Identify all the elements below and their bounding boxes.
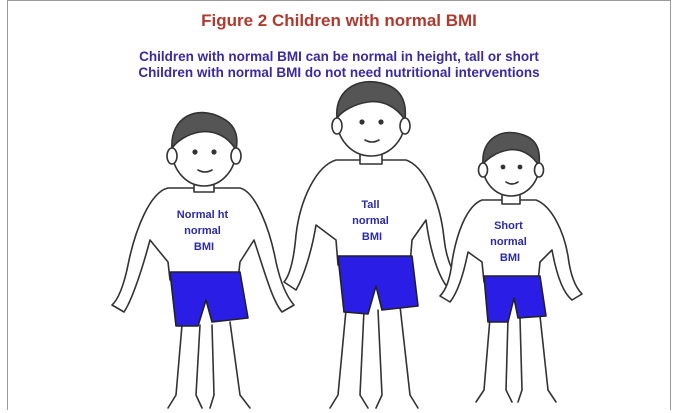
child-short-label-line-2: normal <box>490 236 527 248</box>
child-tall-label-line-1: Tall <box>361 199 379 211</box>
child-normal-label-line-1: Normal ht <box>177 209 229 221</box>
child-short-label-line-3: BMI <box>500 252 520 264</box>
shorts <box>170 272 248 326</box>
shorts <box>484 276 546 322</box>
shorts <box>338 256 418 314</box>
child-short-label-line-1: Short <box>494 220 523 232</box>
child-normal-label-line-2: normal <box>184 225 221 237</box>
child-tall-label-line-3: BMI <box>362 231 382 243</box>
child-tall-label-line-2: normal <box>352 215 389 227</box>
child-tall <box>284 82 460 408</box>
child-normal-height <box>112 113 294 408</box>
child-short <box>440 132 582 402</box>
child-normal-label-line-3: BMI <box>194 241 214 253</box>
